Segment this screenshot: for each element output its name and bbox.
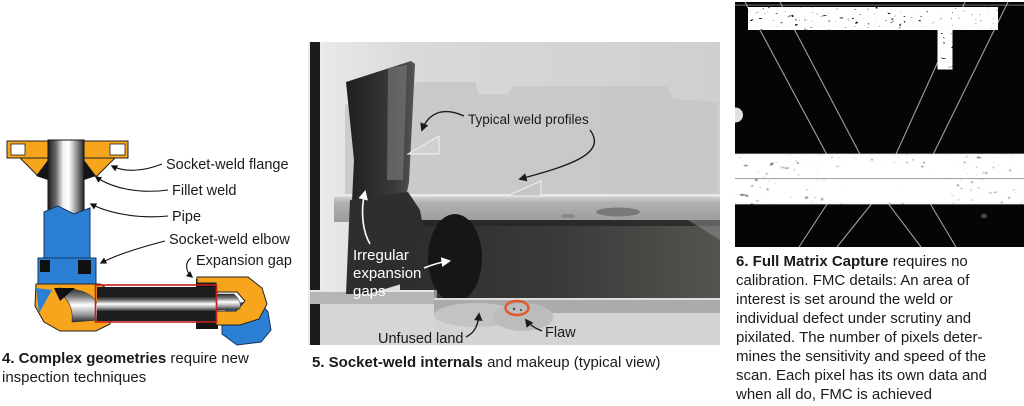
- small-echo-cluster: [938, 32, 952, 66]
- fillet-weld-left: [36, 160, 48, 180]
- fillet-weld-arrow: [94, 176, 169, 192]
- caption-5-number: 5. Socket-weld internals: [312, 354, 483, 371]
- weld-profile-silhouette-left: [406, 135, 440, 155]
- expansion-gap-arrow-up: [358, 189, 371, 245]
- mid-echo-core: [830, 170, 940, 200]
- pipe-arrow: [89, 203, 169, 218]
- label-fillet-weld: Fillet weld: [172, 183, 236, 199]
- caption-4-text: require new inspection techniques: [2, 350, 249, 386]
- flange-arrow: [110, 163, 163, 172]
- caption-6-text: requires no calibration. FMC details: An…: [736, 253, 987, 403]
- label-socket-weld-elbow: Socket-weld elbow: [169, 232, 290, 248]
- bottom-rail-left: [310, 290, 436, 304]
- caption-figure-6: 6. Full Matrix Capture requires no calib…: [736, 252, 1024, 404]
- fmc-background: [735, 2, 1024, 247]
- weld-profile-arrow-right: [518, 129, 596, 182]
- pipe-bore: [428, 214, 482, 302]
- elbow-arrow: [99, 240, 166, 264]
- wall-shadow-silhouette: [345, 82, 718, 195]
- caption-figure-5: 5. Socket-weld internals and makeup (typ…: [312, 354, 722, 373]
- leader-arrows: [89, 163, 194, 278]
- caption-4-number: 4. Complex geometries: [2, 350, 167, 367]
- dim-echo-spot: [981, 213, 987, 219]
- label-socket-weld-flange: Socket-weld flange: [166, 157, 289, 173]
- socket-weld-elbow-part: [37, 205, 97, 286]
- label-irregular: Irregular: [353, 247, 409, 264]
- horizontal-pipe-part: [94, 284, 218, 323]
- figure-4-diagram: Socket-weld flange Fillet weld Pipe Sock…: [6, 139, 292, 346]
- fmc-mid-line: [735, 178, 1024, 180]
- photo-left-edge: [310, 42, 320, 345]
- socket-fitting-dark: [346, 61, 424, 294]
- weld-profile-silhouette-right: [506, 180, 542, 197]
- label-unfused-land: Unfused land: [378, 331, 463, 345]
- label-expansion-gap: Expansion gap: [196, 253, 292, 269]
- unfused-land-arrow: [465, 312, 483, 338]
- weld-zone-red-outline: [94, 284, 218, 323]
- figure-5-photo: Typical weld profiles Irregular expansio…: [308, 42, 720, 345]
- flaw-arrow: [524, 318, 543, 332]
- expansion-gap-arrow: [185, 257, 194, 278]
- caption-5-text: and makeup (typical view): [487, 354, 661, 371]
- flaw-circle: [504, 299, 530, 317]
- fmc-top-line: [735, 4, 1024, 6]
- label-pipe: Pipe: [172, 209, 201, 225]
- caption-6-number: 6. Full Matrix Capture: [736, 253, 889, 270]
- fmc-scan-image: [735, 2, 1024, 247]
- label-flaw: Flaw: [545, 325, 576, 341]
- expansion-gap-arrow-right: [423, 257, 452, 269]
- edge-echo-blob: [735, 107, 743, 123]
- label-typical-weld-profiles: Typical weld profiles: [468, 112, 589, 127]
- fillet-weld-right: [84, 160, 96, 180]
- top-echo-band: [753, 9, 993, 28]
- caption-figure-4: 4. Complex geometries require new inspec…: [2, 350, 302, 387]
- label-expansion: expansion: [353, 265, 421, 282]
- weld-profile-arrow-left: [420, 111, 465, 132]
- label-gaps: gaps: [353, 283, 386, 300]
